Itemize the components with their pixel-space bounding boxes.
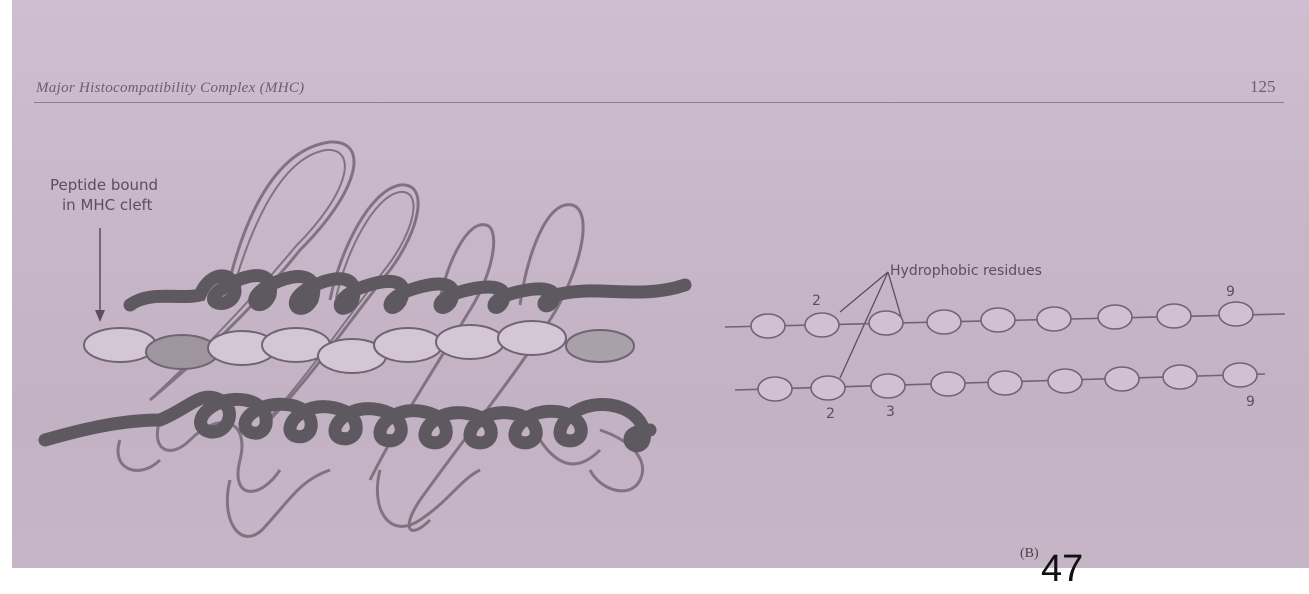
left-white-margin — [0, 0, 12, 594]
bottom-white-margin — [0, 568, 1309, 594]
bottom-residue-chain — [734, 362, 1266, 402]
header-rule — [34, 102, 1284, 103]
panel-label-b: (B) — [1020, 546, 1039, 561]
upper-alpha-helix — [123, 269, 692, 315]
running-title: Major Histocompatibility Complex (MHC) — [36, 80, 305, 96]
bottom-chain-label-3: 3 — [886, 404, 895, 420]
lower-alpha-helix — [38, 390, 657, 453]
top-chain-label-9: 9 — [1226, 284, 1235, 300]
top-chain-label-2: 2 — [812, 293, 821, 309]
bottom-chain-label-9: 9 — [1246, 394, 1255, 410]
top-residue-chain — [724, 301, 1286, 339]
peptide-label-line-2: in MHC cleft — [62, 196, 153, 214]
hydrophobic-residues-label: Hydrophobic residues — [890, 263, 1042, 279]
hydrophobic-pointer-lines — [839, 271, 903, 379]
bottom-chain-label-2: 2 — [826, 406, 835, 422]
slide-number: 47 — [1041, 548, 1084, 590]
bound-peptide — [83, 320, 635, 374]
page-number: 125 — [1250, 77, 1276, 96]
peptide-label-arrow — [95, 228, 105, 322]
peptide-label-line-1: Peptide bound — [50, 176, 158, 194]
